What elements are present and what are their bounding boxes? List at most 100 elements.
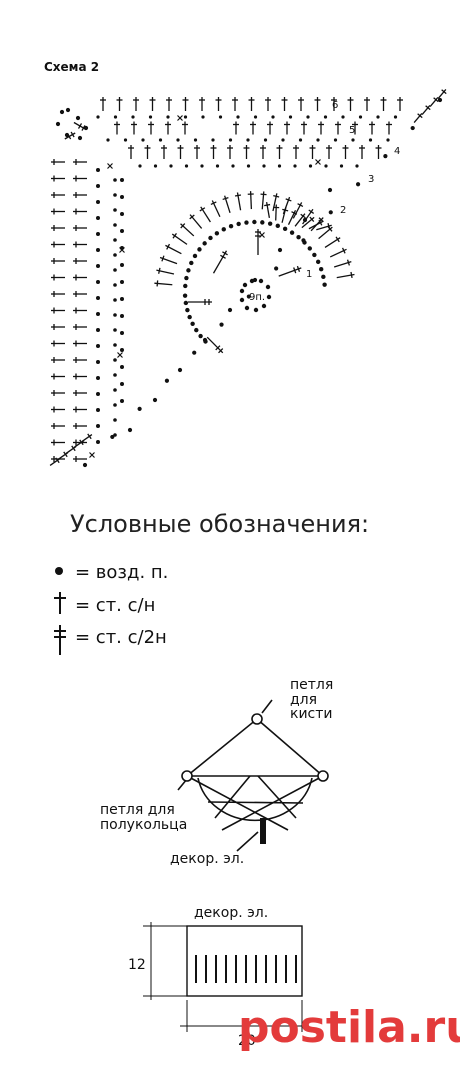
chain-stitch-dot — [177, 367, 183, 373]
dc-stitch — [369, 121, 375, 135]
dc-stitch — [73, 373, 87, 380]
chain-stitch-dot — [271, 115, 275, 119]
chain-stitch-dot — [113, 298, 117, 302]
stitch-stem — [429, 96, 439, 108]
chain-stitch-dot — [263, 138, 268, 142]
chain-stitch-dot — [215, 164, 220, 168]
dc-stitch — [281, 207, 289, 223]
chain-stitch-dot — [258, 278, 264, 284]
dc-stitch — [336, 271, 355, 279]
dc-stitch — [247, 191, 254, 210]
tr-stitch — [73, 121, 87, 131]
dc-stitch — [73, 423, 87, 429]
dc-stitch — [73, 274, 87, 281]
stitch-bar — [87, 433, 92, 440]
chain-stitch-dot — [113, 403, 117, 407]
chain-stitch-dot — [96, 440, 100, 444]
chain-stitch-dot — [96, 264, 100, 268]
dc-stitch — [51, 291, 65, 297]
dc-stitch — [232, 97, 238, 111]
dc-stitch — [250, 121, 256, 135]
dc-stitch — [51, 159, 65, 165]
dc-stitch — [51, 373, 65, 380]
chain-stitch-dot — [183, 283, 188, 289]
chain-stitch-dot — [75, 115, 81, 121]
stitch-bar — [67, 133, 72, 140]
dc-stitch — [177, 145, 184, 159]
hanger-line-right — [256, 718, 324, 777]
dc-stitch — [248, 97, 255, 111]
chain-stitch-dot — [96, 408, 100, 412]
chain-stitch-dot — [253, 115, 258, 119]
dc-stitch — [73, 357, 87, 363]
half-ring-loop-label: петля для полукольца — [100, 802, 188, 833]
dc-stitch — [316, 223, 332, 231]
dc-stitch — [292, 202, 304, 219]
dc-stitch — [51, 357, 65, 363]
dc-stitch — [318, 121, 324, 135]
chain-stitch-dot — [82, 462, 88, 468]
chain-stitch-dot — [189, 260, 194, 266]
dc-stitch — [429, 96, 439, 108]
row-number-label: 1 — [306, 269, 312, 280]
chain-stitch-dot — [184, 275, 189, 281]
dc-stitch — [166, 97, 172, 111]
stitch-bar — [308, 209, 315, 214]
legend-chain-text: = возд. п. — [75, 562, 169, 583]
stitch-bar — [77, 123, 83, 129]
legend-dc-symbol — [54, 592, 66, 614]
chain-stitch-dot — [246, 138, 250, 142]
tassel-label: декор. эл. — [194, 905, 269, 921]
chain-stitch-dot — [246, 164, 251, 168]
stitch-bar — [79, 439, 84, 446]
legend-dc-text: = ст. с/н — [75, 595, 156, 616]
chain-stitch-dot — [274, 266, 279, 271]
chain-stitch-dot — [113, 343, 117, 347]
chain-stitch-dot — [275, 223, 280, 229]
chain-stitch-dot — [120, 331, 124, 335]
dc-stitch — [210, 145, 217, 159]
tassel-width-value: 20 — [238, 1033, 256, 1049]
dc-stitch — [180, 223, 195, 237]
dc-stitch — [294, 213, 306, 227]
dc-stitch — [182, 121, 188, 135]
dc-stitch — [165, 121, 171, 135]
dc-stitch — [161, 145, 167, 159]
loop-ring — [181, 770, 193, 782]
chain-stitch-dot — [249, 278, 255, 284]
stitch-bar — [199, 207, 206, 212]
dc-stitch — [364, 97, 370, 111]
chain-stitch-dot — [236, 115, 240, 119]
row-number-label: 2 — [340, 205, 346, 216]
dc-stitch — [73, 192, 87, 198]
stitch-stem — [413, 112, 423, 124]
slip-stitch-mark — [259, 232, 265, 238]
chain-stitch-dot — [120, 195, 124, 199]
chain-stitch-dot — [355, 182, 361, 187]
dc-stitch — [116, 97, 123, 111]
stitch-bar — [166, 243, 171, 250]
dc-stitch — [329, 247, 347, 258]
stitch-stem — [81, 434, 93, 442]
dc-stitch — [301, 121, 307, 135]
dc-stitch — [73, 406, 87, 413]
scheme-title: Схема 2 — [44, 60, 100, 74]
stitch-bar — [350, 271, 353, 279]
chain-stitch-dot — [236, 221, 241, 227]
stitch-stem — [421, 104, 431, 116]
chain-stitch-dot — [266, 294, 272, 300]
dc-stitch — [326, 145, 332, 159]
dc-stitch — [73, 258, 87, 264]
stitch-bar — [180, 223, 186, 229]
tr-stitch — [255, 229, 261, 255]
chain-stitch-dot — [113, 253, 117, 257]
chain-stitch-dot — [120, 314, 124, 318]
slip-stitch-mark — [117, 352, 123, 358]
chain-stitch-dot — [368, 138, 373, 142]
dc-stitch — [144, 145, 151, 159]
stitch-bar — [63, 451, 68, 458]
dc-stitch — [51, 423, 65, 429]
net-line — [257, 775, 297, 819]
chain-stitch-dot — [77, 135, 83, 141]
